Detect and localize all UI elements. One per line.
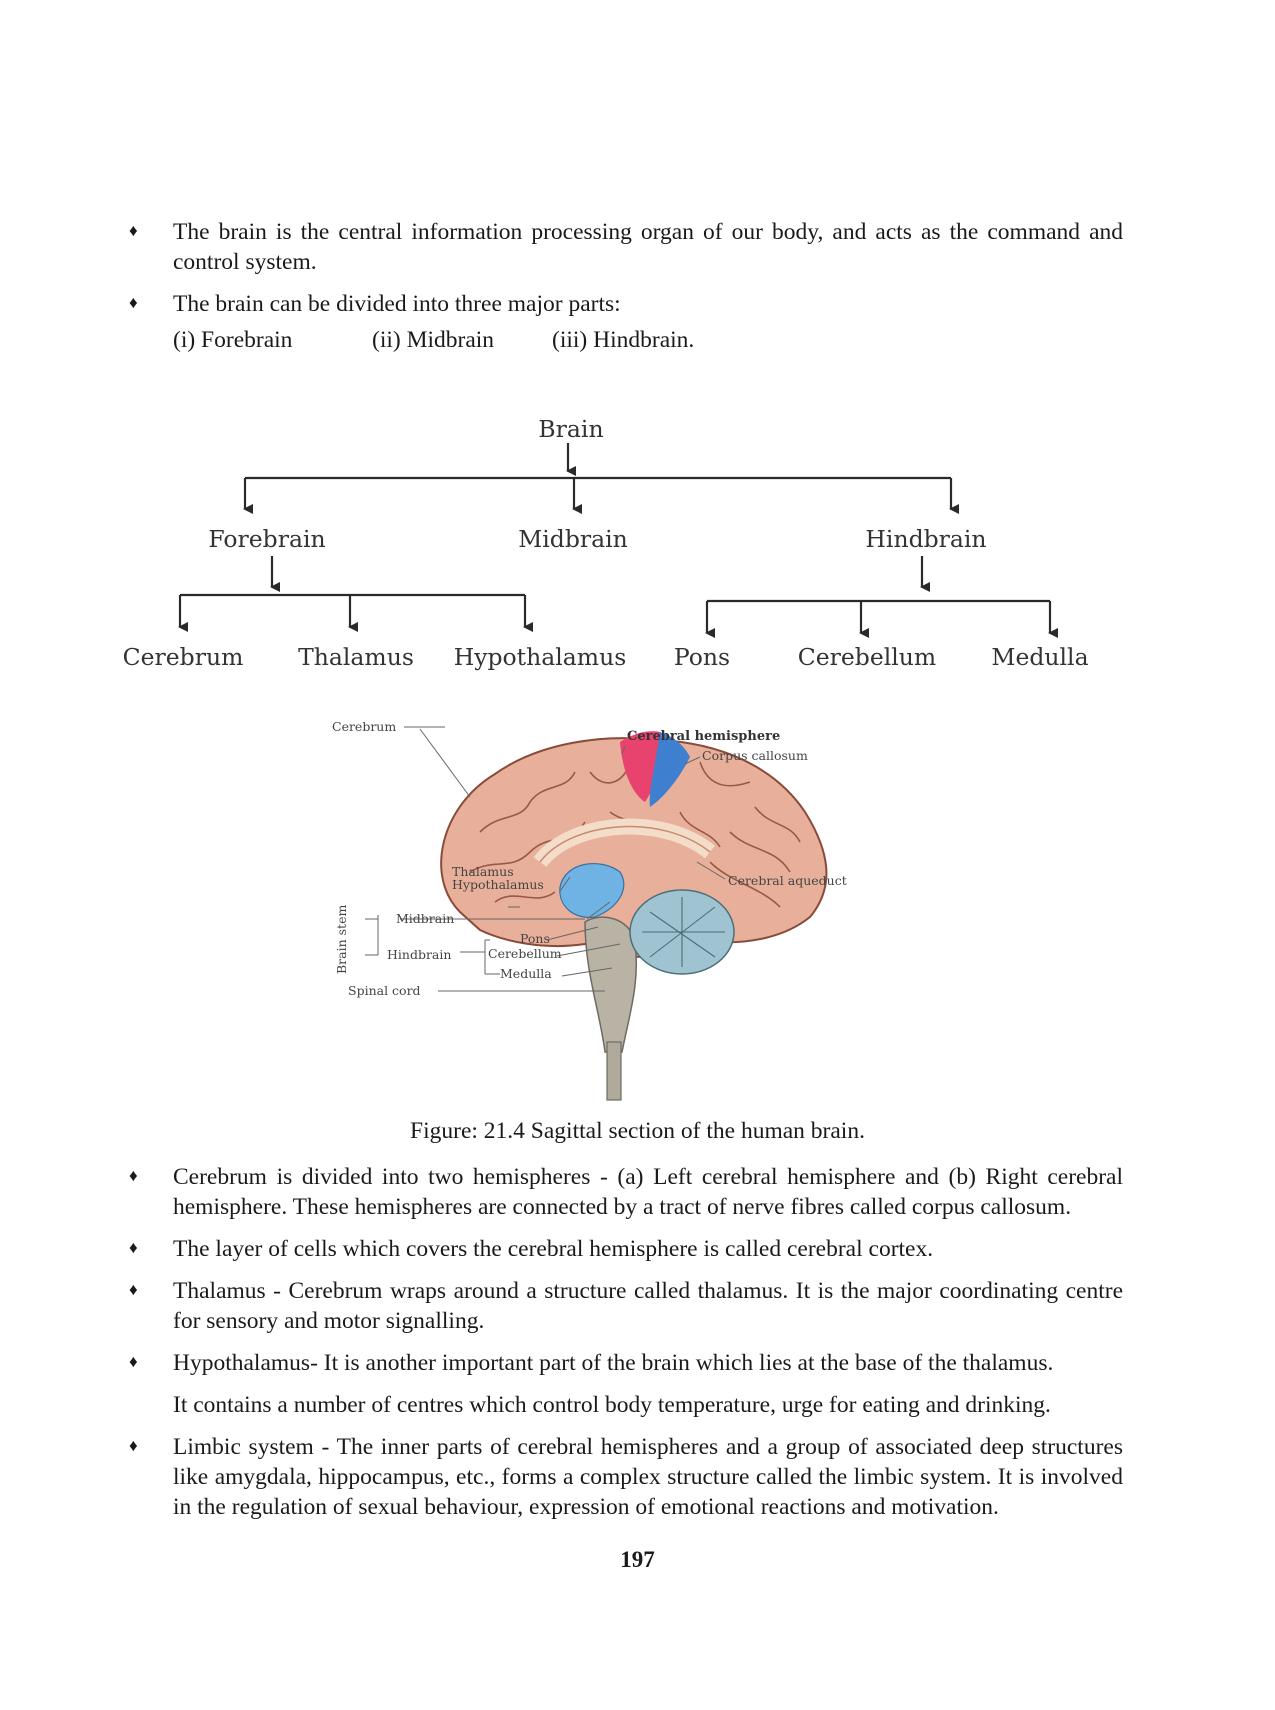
label-midbrain: Midbrain: [396, 911, 454, 926]
bullet-cerebrum: ♦ Cerebrum is divided into two hemispher…: [124, 1162, 1123, 1222]
bullet-diamond-icon: ♦: [129, 1238, 138, 1257]
intro-bullet-1: ♦ The brain is the central information p…: [124, 217, 1123, 277]
label-corpus-callosum: Corpus callosum: [702, 748, 808, 763]
label-cerebellum: Cerebellum: [488, 946, 562, 961]
page-number: 197: [620, 1547, 655, 1572]
label-cerebral-hemisphere: Cerebral hemisphere: [627, 729, 780, 744]
bullet-text: Hypothalamus- It is another important pa…: [173, 1350, 1054, 1376]
brain-figure: Cerebral hemisphere Corpus callosum Cere…: [330, 712, 950, 1108]
label-hindbrain: Hindbrain: [387, 947, 451, 962]
bullet-diamond-icon: ♦: [129, 1280, 138, 1299]
part-hindbrain: (iii) Hindbrain.: [552, 327, 695, 353]
label-cerebrum: Cerebrum: [332, 719, 396, 734]
brain-division-tree: Brain Forebrain Midbrain Hindbrain Cereb…: [0, 0, 1275, 680]
label-hypothalamus: Hypothalamus: [452, 877, 544, 892]
tree-node-thalamus: Thalamus: [298, 643, 414, 671]
tree-connectors: [178, 443, 1058, 638]
tree-node-cerebrum: Cerebrum: [122, 643, 244, 671]
bullet-text: Cerebrum is divided into two hemispheres…: [173, 1164, 1123, 1220]
bullet-diamond-icon: ♦: [129, 1352, 138, 1371]
label-pons: Pons: [520, 931, 550, 946]
bullet-limbic-system: ♦ Limbic system - The inner parts of cer…: [124, 1432, 1123, 1522]
bullet-text: Limbic system - The inner parts of cereb…: [173, 1434, 1123, 1520]
bullet-continuation-text: It contains a number of centres which co…: [173, 1392, 1051, 1418]
tree-node-midbrain: Midbrain: [518, 525, 628, 553]
part-forebrain: (i) Forebrain: [173, 327, 293, 353]
intro-bullet-2: ♦ The brain can be divided into three ma…: [124, 289, 1123, 319]
bullet-text: The brain is the central information pro…: [173, 219, 1123, 275]
bullet-text: The brain can be divided into three majo…: [173, 291, 621, 317]
bullet-cerebral-cortex: ♦ The layer of cells which covers the ce…: [124, 1234, 1123, 1264]
tree-node-cerebellum: Cerebellum: [797, 643, 937, 671]
tree-node-forebrain: Forebrain: [208, 525, 326, 553]
tree-node-brain: Brain: [538, 415, 604, 443]
figure-caption: Figure: 21.4 Sagittal section of the hum…: [410, 1118, 865, 1144]
tree-node-medulla: Medulla: [991, 643, 1089, 671]
brain-sagittal-illustration: Cerebral hemisphere Corpus callosum Cere…: [332, 719, 847, 1101]
bullet-diamond-icon: ♦: [129, 293, 138, 312]
label-spinal-cord: Spinal cord: [348, 983, 421, 998]
bullet-diamond-icon: ♦: [129, 1436, 138, 1455]
bullet-text: The layer of cells which covers the cere…: [173, 1236, 934, 1262]
label-medulla: Medulla: [500, 966, 552, 981]
label-brain-stem: Brain stem: [334, 905, 349, 974]
bullet-thalamus: ♦ Thalamus - Cerebrum wraps around a str…: [124, 1276, 1123, 1336]
bullet-hypothalamus: ♦ Hypothalamus- It is another important …: [124, 1348, 1123, 1420]
part-midbrain: (ii) Midbrain: [372, 327, 495, 353]
tree-node-hindbrain: Hindbrain: [865, 525, 987, 553]
bullet-text: Thalamus - Cerebrum wraps around a struc…: [173, 1278, 1123, 1334]
label-cerebral-aqueduct: Cerebral aqueduct: [728, 873, 847, 888]
tree-node-hypothalamus: Hypothalamus: [453, 643, 627, 671]
bullet-diamond-icon: ♦: [129, 1166, 138, 1185]
tree-node-pons: Pons: [673, 643, 731, 671]
label-thalamus: Thalamus: [452, 864, 514, 879]
bullet-diamond-icon: ♦: [129, 221, 138, 240]
